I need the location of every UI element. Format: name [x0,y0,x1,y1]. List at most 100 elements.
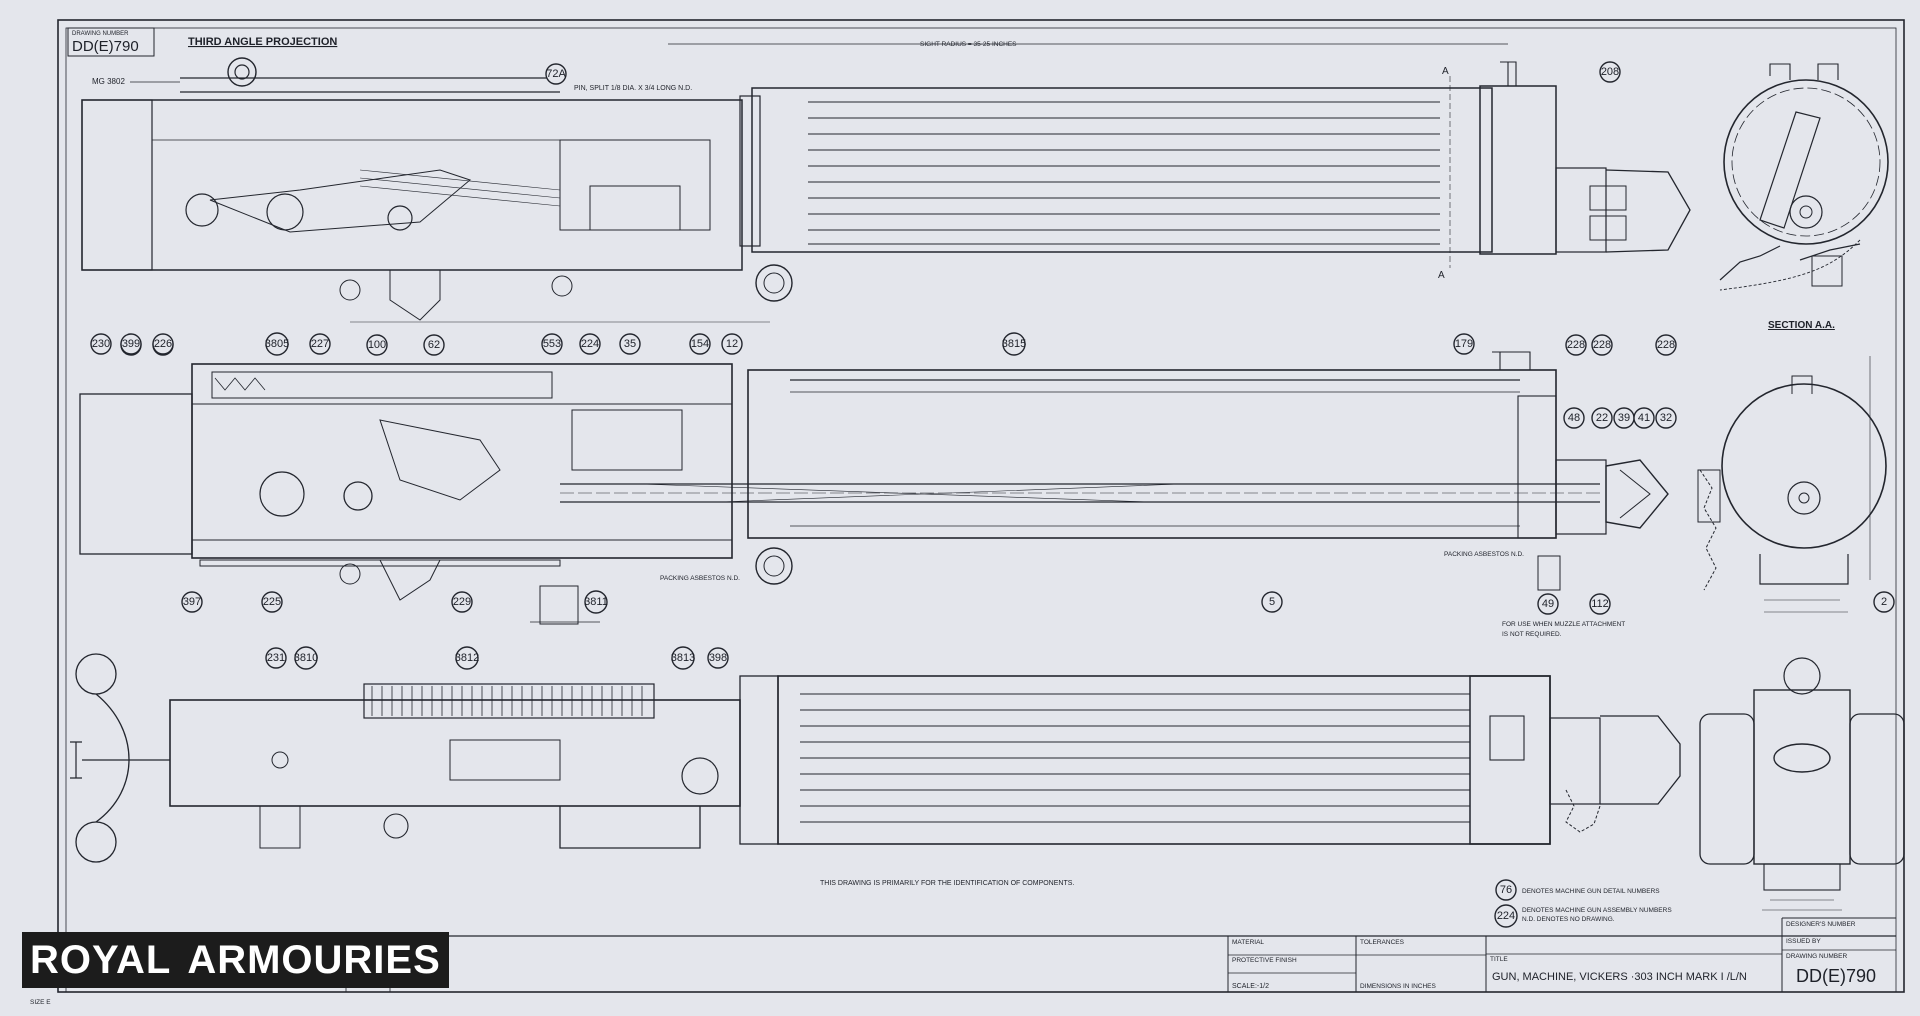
legend: 76 DENOTES MACHINE GUN DETAIL NUMBERS 22… [1494,879,1672,928]
packing-note-1: PACKING ASBESTOS N.D. [660,575,740,582]
callout-bubble [1537,593,1559,615]
logo-armouries-text: ARMOURIES [179,932,449,988]
callout-number: 3810 [294,652,318,664]
callout-bubble [689,333,711,355]
callout-number: 228 [1593,339,1611,351]
callout-number: 12 [726,338,738,350]
drawing-number-label-bottom: DRAWING NUMBER [1786,953,1847,960]
legend-detail-text: DENOTES MACHINE GUN DETAIL NUMBERS [1522,888,1660,895]
callout-bubble [721,333,743,355]
callout-number: 229 [453,596,471,608]
royal-armouries-logo: ROYAL ARMOURIES [22,930,449,990]
end-view-top [1719,63,1889,291]
callout-number: 62 [428,339,440,351]
drawing-number-bottom: DD(E)790 [1796,966,1876,986]
callout-layer: 72A2083992261006222822822823039922638052… [90,61,1895,670]
callout-bubble [261,591,283,613]
callout-number: 2 [1881,596,1887,608]
scale-label: SCALE:-1/2 [1232,983,1269,990]
callout-number: 3813 [671,652,695,664]
callout-bubble [265,647,287,669]
sectional-view [79,351,1669,625]
callout-number: 48 [1568,412,1580,424]
title-label: TITLE [1490,956,1508,963]
muzzle-note-line1: FOR USE WHEN MUZZLE ATTACHMENT [1502,621,1625,628]
packing-note-2: PACKING ASBESTOS N.D. [1444,551,1524,558]
side-elevation-view: A A [81,57,1691,323]
callout-number: 3815 [1002,338,1026,350]
callout-bubble [1633,407,1655,429]
legend-assembly-example: 224 [1497,910,1515,922]
callout-bubble [1655,407,1677,429]
callout-bubble [1563,407,1585,429]
callout-bubble [181,591,203,613]
callout-bubble [152,333,174,355]
callout-bubble [90,333,112,355]
callout-number: 72A [546,68,566,80]
callout-bubble [545,63,567,85]
drawing-number-top: DD(E)790 [72,38,139,55]
muzzle-note-line2: IS NOT REQUIRED. [1502,631,1562,638]
callout-number: 3805 [265,338,289,350]
callout-bubble [1655,334,1677,356]
legend-detail-example: 76 [1500,884,1512,896]
callout-number: 179 [1455,338,1473,350]
callout-number: 22 [1596,412,1608,424]
callout-number: 100 [368,339,386,351]
callout-bubble [451,591,473,613]
sight-radius-label: SIGHT RADIUS = 35·25 INCHES [920,41,1017,48]
plan-view [70,653,1681,863]
legend-assembly-text-1: DENOTES MACHINE GUN ASSEMBLY NUMBERS [1522,907,1672,914]
callout-bubble [619,333,641,355]
legend-assembly-bubble [1494,904,1518,928]
rear-end-view [1699,657,1905,911]
callout-number: 112 [1591,598,1609,610]
callout-number: 3812 [455,652,479,664]
logo-royal-text: ROYAL [22,932,180,988]
callout-number: 225 [263,596,281,608]
callout-bubble [294,646,318,670]
callout-bubble [1599,61,1621,83]
callout-number: 226 [154,338,172,350]
callout-bubble [1261,591,1283,613]
callout-bubble [1589,593,1611,615]
legend-detail-bubble [1495,879,1517,901]
section-marker-top: A [1442,66,1449,77]
protective-finish-label: PROTECTIVE FINISH [1232,957,1297,964]
tolerances-label: TOLERANCES [1360,939,1405,946]
callout-number: 5 [1269,596,1275,608]
callout-number: 224 [581,338,599,350]
material-label: MATERIAL [1232,939,1264,946]
callout-number: 230 [92,338,110,350]
callout-bubble [366,334,388,356]
callout-number: 398 [709,652,727,664]
callout-bubble [423,334,445,356]
callout-number: 231 [267,652,285,664]
dimensions-label: DIMENSIONS IN INCHES [1360,983,1437,990]
callout-bubble [1591,407,1613,429]
callout-bubble [1002,332,1026,356]
title-block: MATERIAL TOLERANCES PROTECTIVE FINISH SC… [30,917,1896,1006]
callout-number: 154 [691,338,709,350]
callout-number: 397 [183,596,201,608]
callout-bubble [265,332,289,356]
drawing-title: GUN, MACHINE, VICKERS ·303 INCH MARK I /… [1492,971,1747,983]
section-aa-view [1697,356,1887,613]
pin-note: PIN, SPLIT 1/8 DIA. X 3/4 LONG N.D. [574,85,692,92]
callout-bubble [120,333,142,355]
drawing-number-box: DRAWING NUMBER DD(E)790 [67,27,155,57]
callout-number: 49 [1542,598,1554,610]
callout-bubble [1565,334,1587,356]
callout-number: 3811 [584,596,608,608]
callout-number: 227 [311,338,329,350]
identification-note: THIS DRAWING IS PRIMARILY FOR THE IDENTI… [820,880,1074,887]
callout-bubble [707,647,729,669]
callout-number: 399 [122,338,140,350]
callout-number: 228 [1567,339,1585,351]
callout-bubble [309,333,331,355]
callout-bubble [455,646,479,670]
section-aa-label: SECTION A.A. [1768,320,1835,331]
callout-bubble [1453,333,1475,355]
